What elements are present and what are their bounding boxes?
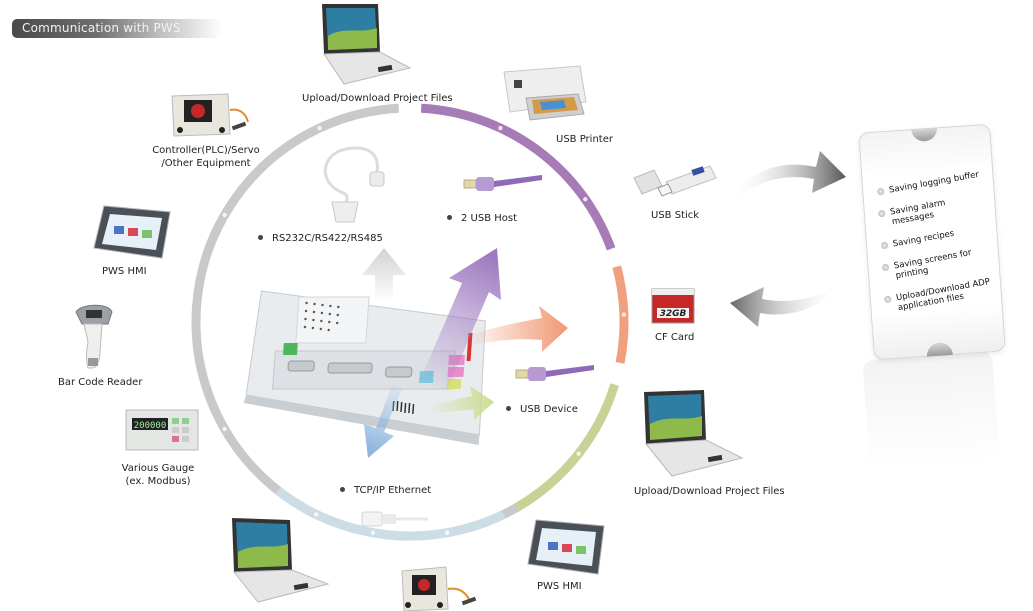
storage-item: Upload/Download ADP application files <box>884 276 998 315</box>
gauge-display: 200000 <box>134 421 167 431</box>
storage-usage-list: Saving logging buffer Saving alarm messa… <box>877 170 998 327</box>
usb-device-cable-icon <box>515 365 594 381</box>
storage-usage-panel: Saving logging buffer Saving alarm messa… <box>858 123 1006 361</box>
usb-host-cable-icon <box>463 175 542 191</box>
device-label-laptop-right: Upload/Download Project Files <box>634 486 785 497</box>
ring-dot <box>576 451 581 456</box>
panel-up-chevron-icon <box>911 127 938 143</box>
ring-dot <box>313 512 319 517</box>
interface-label-serial: RS232C/RS422/RS485 <box>258 233 383 244</box>
device-label-laptop-top: Upload/Download Project Files <box>302 93 453 104</box>
controller-icon <box>171 93 249 137</box>
laptop-icon <box>322 4 412 85</box>
device-label-usb-stick: USB Stick <box>651 210 700 221</box>
arrow-to-storage-icon <box>730 151 846 205</box>
section-title: Communication with PWS <box>22 21 181 35</box>
hmi-panel-icon <box>527 519 605 575</box>
printer-icon <box>503 65 587 121</box>
ring-dot <box>498 125 503 131</box>
section-title-bar <box>12 19 222 38</box>
laptop-icon <box>232 518 330 603</box>
barcode-scanner-icon <box>75 304 113 369</box>
ring-segment-usb-host <box>420 103 616 251</box>
arrow-usb-device-icon <box>430 386 494 420</box>
arrow-ethernet-icon <box>364 385 402 458</box>
ring-dot <box>317 125 322 131</box>
device-label-gauge-line2: (ex. Modbus) <box>125 476 191 487</box>
storage-item: Saving screens for printing <box>881 244 995 283</box>
arrow-serial-icon <box>362 248 406 300</box>
ring-dot <box>222 426 227 432</box>
arrow-cf-icon <box>470 306 568 352</box>
storage-panel-reflection <box>862 351 1000 471</box>
device-label-controller-line2: /Other Equipment <box>161 158 251 169</box>
cf-card-icon: 32GB <box>651 288 695 324</box>
ring-dot <box>222 212 227 218</box>
device-label-cf-card: CF Card <box>655 332 695 343</box>
interface-label-usb-host: 2 USB Host <box>447 213 517 224</box>
ring-dot <box>583 197 588 202</box>
controller-icon <box>401 566 477 611</box>
storage-item: Saving alarm messages <box>878 190 992 229</box>
ring-dot <box>621 312 627 317</box>
arrow-from-storage-icon <box>730 279 842 327</box>
panel-down-chevron-icon <box>926 341 953 357</box>
ring-dot <box>370 530 376 535</box>
interface-label-ethernet: TCP/IP Ethernet <box>340 485 431 496</box>
device-label-gauge: Various Gauge (ex. Modbus) <box>112 462 204 488</box>
device-label-gauge-line1: Various Gauge <box>121 463 195 474</box>
hmi-panel-icon <box>93 205 171 259</box>
interface-label-usb-device: USB Device <box>506 404 578 415</box>
device-label-pws-hmi-left: PWS HMI <box>102 266 147 277</box>
device-label-pws-hmi-bottom: PWS HMI <box>537 581 582 592</box>
device-label-controller-line1: Controller(PLC)/Servo <box>152 145 260 156</box>
usb-stick-icon <box>633 165 717 197</box>
ring-segment-ethernet <box>275 487 506 541</box>
cf-card-capacity: 32GB <box>660 309 687 319</box>
rj45-connector-icon <box>361 511 428 527</box>
laptop-icon <box>644 390 744 477</box>
ring-dot <box>444 530 450 535</box>
device-label-controller: Controller(PLC)/Servo /Other Equipment <box>146 144 266 170</box>
arrow-usb-host-icon <box>420 248 501 390</box>
serial-cable-icon <box>323 146 385 223</box>
exchange-arrows <box>730 151 846 327</box>
device-label-barcode: Bar Code Reader <box>58 377 143 388</box>
device-label-usb-printer: USB Printer <box>556 134 613 145</box>
gauge-icon: 200000 <box>125 409 199 451</box>
